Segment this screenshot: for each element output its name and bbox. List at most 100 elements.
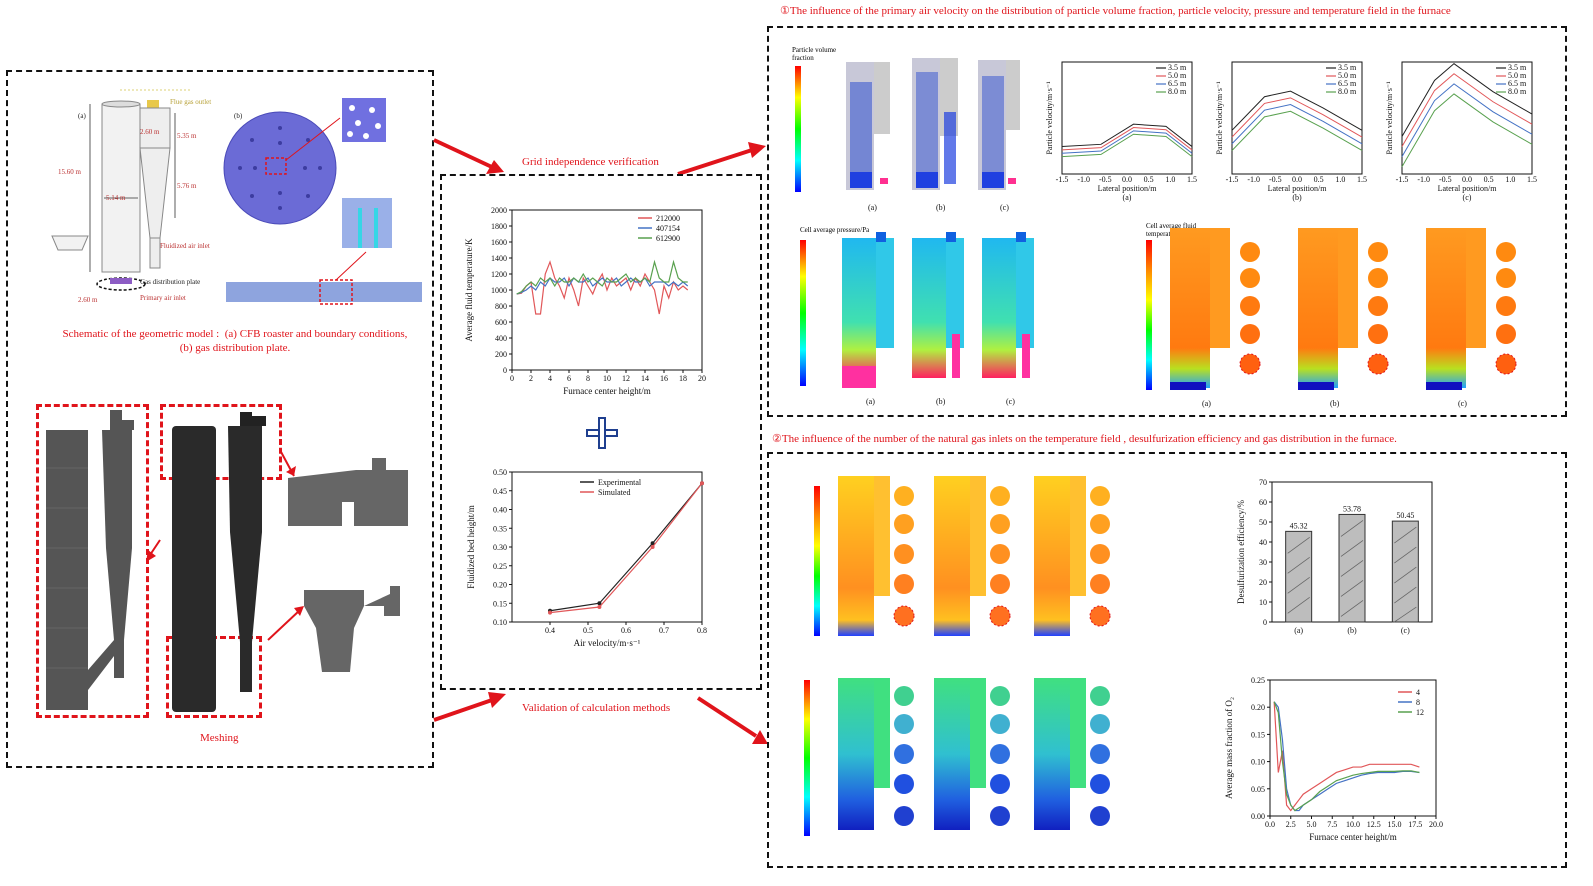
pv-x-tick-label: 0.5 [1484, 175, 1494, 184]
pv-panel-label: (a) [1123, 193, 1132, 202]
y-tick-label: 0.25 [493, 562, 507, 571]
bar-(a) [1285, 530, 1313, 623]
temp2-contour-c [1034, 476, 1111, 636]
y-tick-label: 70 [1259, 478, 1267, 487]
mesh-zoom-top-shape [288, 458, 408, 526]
x-tick-label: 20 [698, 374, 706, 383]
pv-x-tick-label: -1.5 [1226, 175, 1239, 184]
pv-x-tick-label: 1.0 [1165, 175, 1175, 184]
x-tick-label: 4 [548, 374, 552, 383]
bar-value-label: 45.32 [1290, 521, 1308, 530]
o2-contour-b [934, 678, 1010, 830]
y-tick-label: 800 [495, 302, 507, 311]
pv-legend-label: 3.5 m [1508, 63, 1527, 72]
mesh-box-top [160, 404, 282, 480]
mesh-model-left [46, 410, 134, 710]
pv-series-line [1061, 130, 1193, 154]
y-axis-label: Desulfurization efficiency/% [1236, 499, 1246, 604]
bar-hatch [1340, 560, 1364, 577]
y-tick-label: 60 [1259, 498, 1267, 507]
nozzle-channel-1 [358, 208, 362, 248]
cyclone-cone [139, 147, 171, 239]
label-panel-b: (b) [234, 112, 243, 120]
series-line-612900 [516, 259, 688, 295]
y-axis-label: Average fluid temperature/K [464, 238, 474, 342]
geometry-caption: Schematic of the geometric model : (a) C… [40, 327, 430, 355]
label-width-main: 5.14 m [106, 194, 126, 202]
svg-text:(b): (b) [936, 397, 946, 406]
x-tick-label: 20.0 [1429, 820, 1443, 829]
x-tick-label: 7.5 [1327, 820, 1337, 829]
pv-x-tick-label: -0.5 [1099, 175, 1112, 184]
label-panel-a: (a) [78, 112, 86, 120]
mesh-arrow-bottom [267, 609, 301, 641]
pv-x-tick-label: -1.5 [1056, 175, 1069, 184]
series-line-407154 [516, 277, 689, 295]
pv-series-line [1401, 83, 1533, 157]
pv-series-line [1061, 123, 1193, 148]
pv-series-line [1401, 63, 1533, 137]
mesh-lines [46, 467, 88, 669]
bar-hatch [1287, 597, 1310, 614]
plate-zoom-box [265, 157, 287, 175]
pvf-contour-c [978, 60, 1020, 190]
label-fluidized-air-inlet: Fluidized air inlet [160, 242, 210, 250]
pv-series-line [1231, 104, 1363, 145]
pv-series-line [1061, 133, 1193, 158]
y-tick-label: 200 [495, 350, 507, 359]
data-point [700, 481, 704, 486]
pv-x-tick-label: -1.0 [1077, 175, 1090, 184]
arrow-left-to-validation-head [488, 692, 506, 708]
pressure-contour-c [982, 232, 1034, 378]
bar-hatch [1394, 586, 1417, 604]
svg-text:(b): (b) [1330, 399, 1340, 408]
series-line-12 [1273, 701, 1420, 812]
temp2-contour-a [838, 476, 915, 636]
svg-text:(b): (b) [936, 203, 946, 212]
pvf-colorbar [795, 66, 801, 192]
pv-x-tick-label: -1.0 [1417, 175, 1430, 184]
data-point [548, 610, 552, 615]
pv-plot-frame [1061, 61, 1193, 175]
bar-hatch [1394, 526, 1417, 544]
x-tick-label: (a) [1294, 626, 1303, 635]
pv-x-tick-label: 1.0 [1505, 175, 1515, 184]
o2-colorbar [804, 680, 810, 836]
y-tick-label: 1600 [491, 238, 507, 247]
pv-y-axis-label: Particle velocity/m·s⁻¹ [1045, 81, 1054, 155]
bar-hatch [1340, 520, 1364, 537]
y-tick-label: 0.25 [1251, 676, 1265, 685]
y-tick-label: 40 [1259, 538, 1267, 547]
svg-text:(a): (a) [866, 397, 875, 406]
label-flue-gas-outlet: Flue gas outlet [170, 98, 212, 106]
x-tick-label: 14 [641, 374, 649, 383]
plate-holes [238, 126, 322, 210]
pv-x-tick-label: -1.5 [1396, 175, 1409, 184]
mesh-leg [88, 640, 124, 690]
arrow-grid-to-s1-head [748, 142, 766, 158]
svg-text:(c): (c) [1458, 399, 1467, 408]
y-tick-label: 30 [1259, 558, 1267, 567]
x-tick-label: 0.8 [697, 626, 707, 635]
x-tick-label: 10.0 [1346, 820, 1360, 829]
pv-plot-frame [1401, 61, 1533, 175]
pv-plot-frame [1231, 61, 1363, 175]
pv-legend-label: 6.5 m [1168, 79, 1187, 88]
legend-label: Simulated [598, 488, 630, 497]
pv-series-line [1231, 110, 1363, 151]
o2-contour-c [1034, 678, 1110, 830]
x-tick-label: 16 [660, 374, 668, 383]
cyclone-upper [139, 107, 171, 149]
svg-text:(c): (c) [1000, 203, 1009, 212]
bar-hatch [1287, 537, 1310, 554]
pv-x-tick-label: 1.0 [1335, 175, 1345, 184]
pv-legend-label: 3.5 m [1168, 63, 1187, 72]
y-tick-label: 0.15 [493, 599, 507, 608]
y-tick-label: 20 [1259, 578, 1267, 587]
x-tick-label: 12.5 [1367, 820, 1381, 829]
mesh-zoom-top [288, 458, 408, 526]
